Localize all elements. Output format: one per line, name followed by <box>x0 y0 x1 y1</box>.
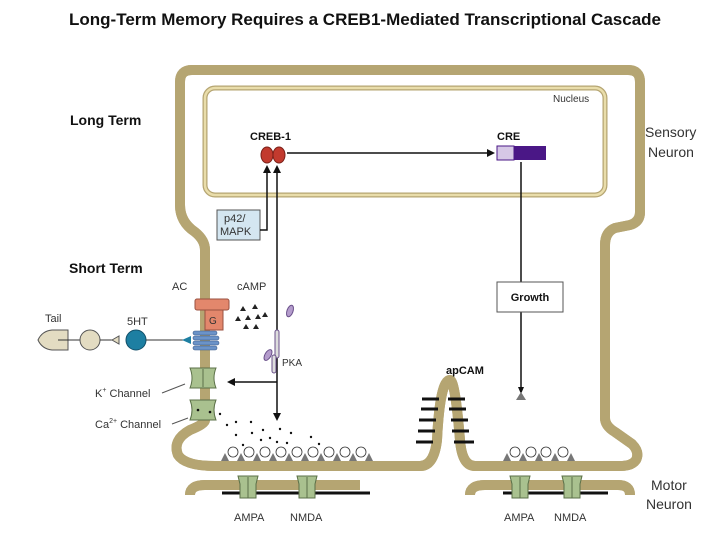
apcam-molecules-icon <box>416 397 474 444</box>
serotonin-receptor-icon <box>192 330 220 351</box>
g-protein-icon <box>204 309 224 331</box>
growth-box <box>496 281 564 313</box>
release-sites-left <box>221 453 373 461</box>
motor-neuron-membrane <box>190 480 630 495</box>
k-channel-label: K+ Channel <box>95 387 150 400</box>
sensory-neuron-membrane <box>177 65 645 471</box>
ca-channel-icon <box>189 399 217 421</box>
pka-label: PKA <box>282 358 302 369</box>
mapk-label-2: MAPK <box>220 226 252 238</box>
ca-channel-label: Ca2+ Channel <box>95 418 161 431</box>
adenylyl-cyclase-icon <box>194 298 230 311</box>
calcium-ions-icon <box>218 412 321 447</box>
sensory-neuron-label: Sensory <box>645 124 696 140</box>
5ht-neuron-icon <box>125 329 147 351</box>
long-term-heading: Long Term <box>70 112 141 128</box>
nmda-receptor-icon <box>296 475 318 499</box>
interneuron-icon <box>79 329 101 351</box>
diagram-title: Long-Term Memory Requires a CREB1-Mediat… <box>69 10 661 29</box>
mapk-label: p42/ <box>224 213 246 225</box>
creb1-label: CREB-1 <box>250 131 291 143</box>
k-channel-icon <box>189 367 217 389</box>
release-sites-right <box>503 453 575 461</box>
ampa-receptor-icon <box>509 475 531 499</box>
creb1-icon <box>260 146 274 164</box>
nmda-label-right: NMDA <box>554 512 587 524</box>
nmda-label: NMDA <box>290 512 323 524</box>
ampa-label: AMPA <box>234 512 265 524</box>
5ht-label: 5HT <box>127 316 148 328</box>
short-term-heading: Short Term <box>69 260 143 276</box>
motor-neuron-label: Motor <box>651 477 687 493</box>
apcam-label: apCAM <box>446 365 484 377</box>
pka-icon <box>263 304 294 374</box>
synaptic-vesicles-left <box>227 446 367 458</box>
nucleus-label: Nucleus <box>553 94 589 105</box>
growth-label: Growth <box>511 292 550 304</box>
cre-element <box>496 145 515 161</box>
cre-label: CRE <box>497 131 520 143</box>
camp-molecules-icon <box>235 304 268 329</box>
sensory-neuron-label-2: Neuron <box>648 144 694 160</box>
ampa-label-right: AMPA <box>504 512 535 524</box>
camp-label: cAMP <box>237 281 266 293</box>
mapk-box <box>216 209 261 241</box>
growth-product-icon <box>516 392 526 400</box>
ac-label: AC <box>172 281 187 293</box>
ampa-receptor-icon <box>237 475 259 499</box>
signaling-arrows <box>232 162 522 415</box>
motor-neuron-label-2: Neuron <box>646 496 692 512</box>
g-protein-label: G <box>209 316 217 327</box>
nmda-receptor-icon <box>561 475 583 499</box>
creb1-icon <box>272 146 286 164</box>
synaptic-vesicles-right <box>509 446 569 458</box>
tail-label: Tail <box>45 313 62 325</box>
